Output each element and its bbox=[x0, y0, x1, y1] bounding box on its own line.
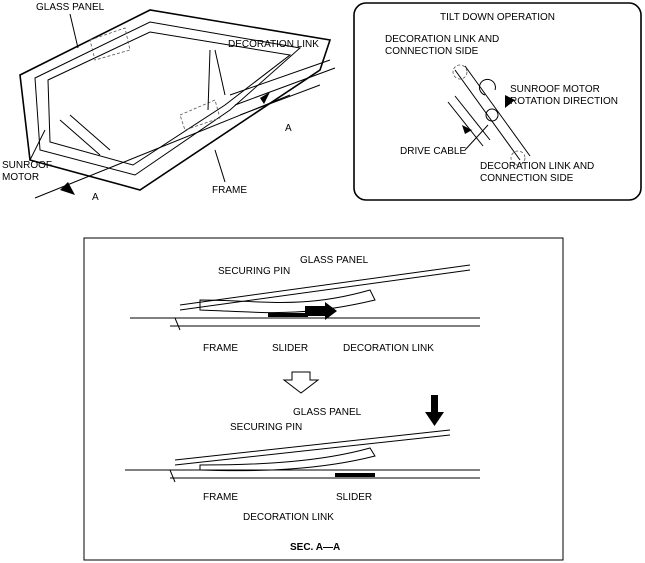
tilt-down-operation-panel: TILT DOWN OPERATION DECORATION LINK AND … bbox=[353, 2, 642, 201]
lower-label-decoration-link: DECORATION LINK bbox=[243, 512, 334, 523]
upper-label-securing-pin: SECURING PIN bbox=[218, 266, 290, 277]
label-deco-link-bottom: DECORATION LINK AND bbox=[480, 161, 594, 172]
label-sunroof-motor-2: MOTOR bbox=[2, 172, 39, 183]
upper-label-slider: SLIDER bbox=[272, 343, 308, 354]
label-motor-rotation-2: ROTATION DIRECTION bbox=[510, 96, 618, 107]
label-deco-link-top: DECORATION LINK AND bbox=[385, 34, 499, 45]
section-lower-after: GLASS PANEL SECURING PIN FRAME SLIDER DE… bbox=[125, 395, 480, 523]
label-section-mark-a-right: A bbox=[285, 123, 292, 134]
lower-label-slider: SLIDER bbox=[336, 492, 372, 503]
lower-label-glass-panel: GLASS PANEL bbox=[293, 407, 362, 418]
section-caption: SEC. A—A bbox=[290, 542, 340, 553]
upper-label-frame: FRAME bbox=[203, 343, 238, 354]
section-upper-before: GLASS PANEL SECURING PIN FRAME SLIDER DE… bbox=[130, 255, 480, 354]
label-sunroof-motor: SUNROOF bbox=[2, 160, 52, 171]
lower-label-frame: FRAME bbox=[203, 492, 238, 503]
label-deco-link-top-2: CONNECTION SIDE bbox=[385, 46, 479, 57]
upper-label-decoration-link: DECORATION LINK bbox=[343, 343, 434, 354]
lower-label-securing-pin: SECURING PIN bbox=[230, 422, 302, 433]
label-section-mark-a-left: A bbox=[92, 192, 99, 203]
sunroof-overview-drawing: GLASS PANEL DECORATION LINK A A SUNROOF … bbox=[2, 2, 336, 203]
upper-label-glass-panel: GLASS PANEL bbox=[300, 255, 369, 266]
section-a-a-panel: GLASS PANEL SECURING PIN FRAME SLIDER DE… bbox=[83, 237, 564, 561]
tilt-panel-title: TILT DOWN OPERATION bbox=[440, 12, 555, 23]
transition-arrow-icon bbox=[282, 371, 320, 394]
label-drive-cable: DRIVE CABLE bbox=[400, 146, 466, 157]
down-arrow-icon bbox=[425, 395, 444, 426]
label-glass-panel: GLASS PANEL bbox=[36, 2, 105, 13]
label-motor-rotation: SUNROOF MOTOR bbox=[510, 84, 600, 95]
label-deco-link-bottom-2: CONNECTION SIDE bbox=[480, 173, 574, 184]
label-frame: FRAME bbox=[212, 185, 247, 196]
label-decoration-link: DECORATION LINK bbox=[228, 39, 319, 50]
